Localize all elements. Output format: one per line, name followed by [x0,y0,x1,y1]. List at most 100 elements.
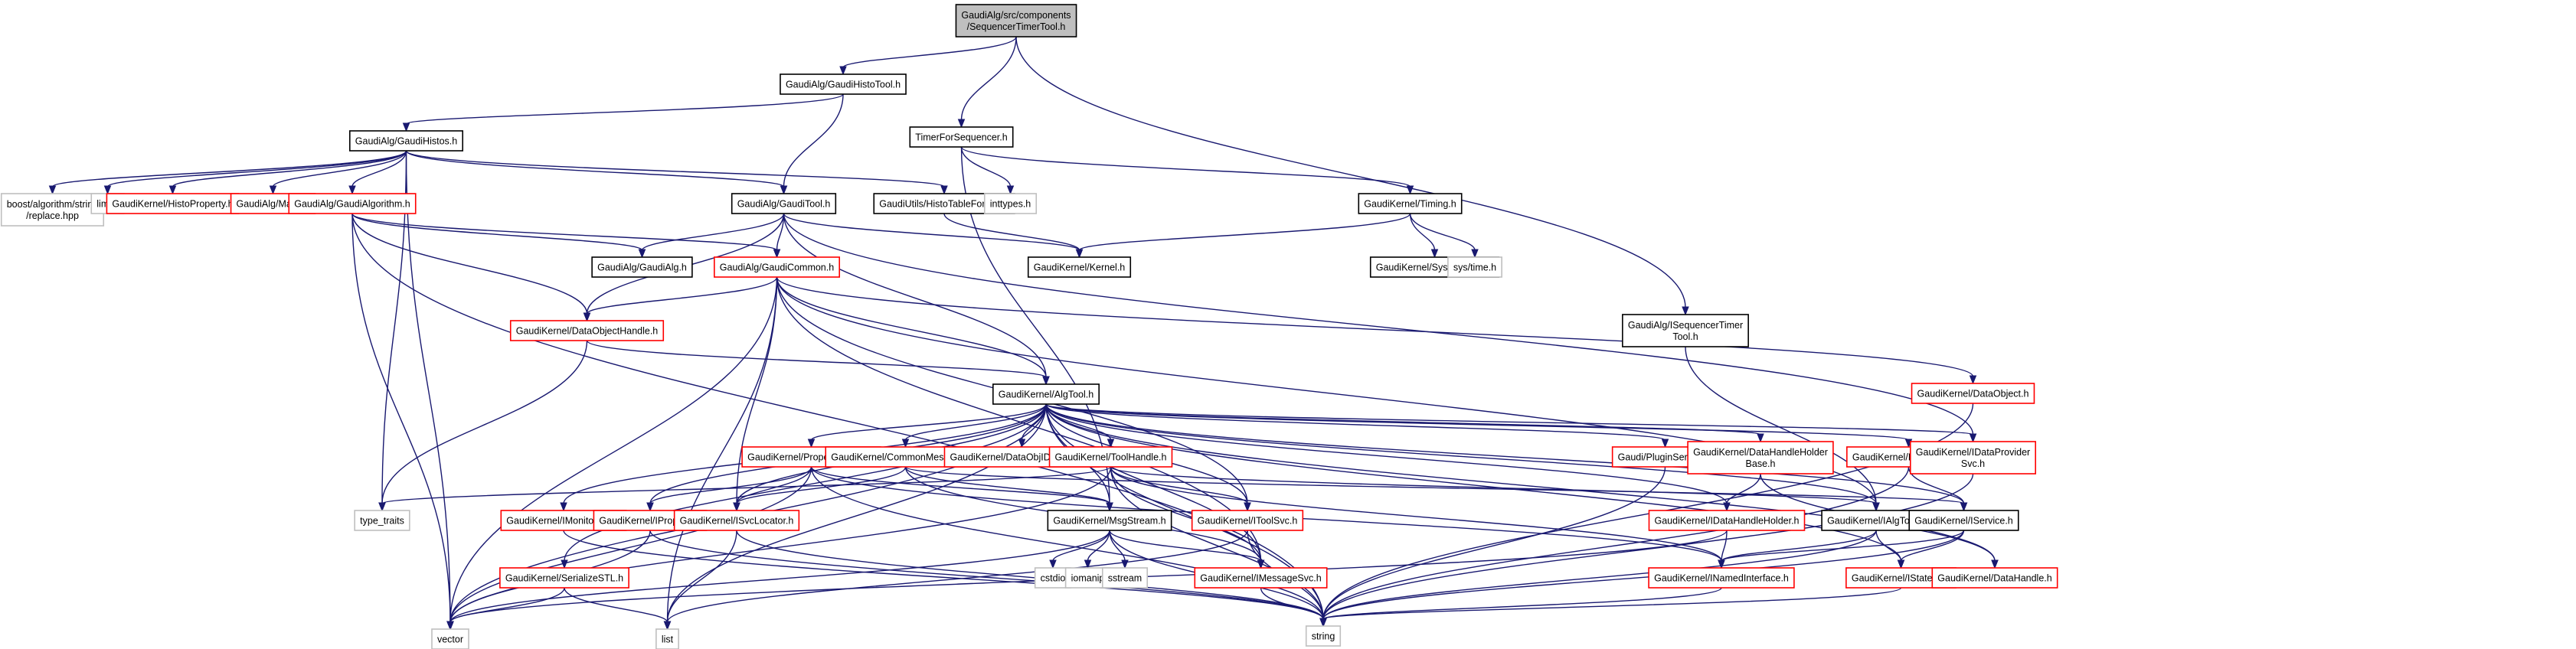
arrowhead-histos-to-gauditool [780,185,788,195]
node-list: list [655,628,679,649]
node-label: cstdio [1041,573,1066,584]
node-label: /replace.hpp [26,210,79,221]
edge-propholder-to-isvclocator [736,466,812,504]
node-label: GaudiKernel/DataHandle.h [1937,573,2051,584]
edge-msgstream-to-iomanip [1087,530,1110,562]
node-label: GaudiKernel/INamedInterface.h [1654,573,1789,584]
node-label: GaudiKernel/ISvcLocator.h [680,516,794,527]
arrowhead-toolhandle-to-ialgtool [1872,502,1880,512]
node-serializestl[interactable]: GaudiKernel/SerializeSTL.h [499,567,629,589]
node-label: GaudiKernel/SerializeSTL.h [505,573,623,584]
edge-gauditool-to-kernel [783,213,1080,251]
node-label: GaudiKernel/DataObjectHandle.h [516,326,659,337]
arrowhead-histos-to-limits [103,185,112,195]
edge-histos-to-histotable [405,150,945,188]
arrowhead-serializestl-to-list [663,621,672,631]
node-box [1191,510,1304,531]
edge-inamedif-to-string [1322,587,1722,620]
arrowhead-commonmsg-to-msgstream [1106,502,1113,512]
node-label: Base.h [1746,458,1776,469]
node-iservice[interactable]: GaudiKernel/IService.h [1908,510,2019,531]
node-box [1027,256,1132,278]
node-label: GaudiKernel/IAlgTool.h [1827,516,1925,527]
edge-toolhandle-to-ialgtool [1110,466,1877,504]
arrowhead-gauditool-to-gaudicommon [773,249,781,259]
edge-histos-to-maps [272,150,407,188]
arrowhead-serializestl-to-vector [446,621,454,631]
arrowhead-dhhbase-to-idhh [1723,502,1731,512]
node-dataobject[interactable]: GaudiKernel/DataObject.h [1911,383,2035,404]
node-kernel[interactable]: GaudiKernel/Kernel.h [1027,256,1132,278]
node-box [1648,567,1795,589]
edge-toolhandle-to-imessagesvc [1110,466,1262,562]
edge-histotable-to-kernel [943,213,1080,251]
node-inamedif[interactable]: GaudiKernel/INamedInterface.h [1648,567,1795,589]
edge-propholder-to-msgstream [810,466,1110,504]
arrowhead-timerseq-to-inttypes [1006,185,1015,195]
node-label: GaudiAlg/GaudiTool.h [737,199,831,210]
arrowhead-iauditorsvc-to-iservice [1960,502,1968,512]
edge-msgstream-to-imessagesvc [1109,530,1262,562]
node-histoprop[interactable]: GaudiKernel/HistoProperty.h [106,193,240,214]
arrowhead-gaudicommon-to-dataobject [1969,375,1977,385]
edge-msgstream-to-sstream [1109,530,1126,562]
node-imessagesvc[interactable]: GaudiKernel/IMessageSvc.h [1194,567,1328,589]
edge-idataprov-to-string [1322,473,1974,620]
arrowhead-histotool-to-histos [402,122,410,132]
edge-gauditool-to-idataprov [783,213,1974,435]
node-gauditool[interactable]: GaudiAlg/GaudiTool.h [731,193,837,214]
node-itoolsvc[interactable]: GaudiKernel/IToolSvc.h [1191,510,1304,531]
node-box [992,383,1100,405]
node-box [1194,567,1328,589]
arrowhead-algtool-to-toolhandle [1107,439,1115,448]
arrowhead-toolhandle-to-typetraits [378,502,386,512]
edge-timerseq-to-inttypes [960,146,1012,188]
node-msgstream[interactable]: GaudiKernel/MsgStream.h [1047,510,1172,531]
node-histotool[interactable]: GaudiAlg/GaudiHistoTool.h [780,73,907,95]
node-box [591,256,693,278]
edge-histotool-to-histos [405,93,844,125]
edge-gaudicommon-to-dataobjhandle [586,276,778,315]
node-box [655,628,679,649]
node-root: GaudiAlg/src/components/SequencerTimerTo… [955,4,1077,38]
node-box [1910,441,2036,475]
edge-gaudicommon-to-vector [449,276,778,623]
node-typetraits: type_traits [354,510,410,531]
node-isvclocator[interactable]: GaudiKernel/ISvcLocator.h [673,510,800,531]
arrowhead-algtool-to-propholder [807,439,816,448]
node-label: inttypes.h [990,199,1031,210]
node-algtool[interactable]: GaudiKernel/AlgTool.h [992,383,1100,405]
edge-toolhandle-to-string [1110,466,1324,620]
arrowhead-msgstream-to-iomanip [1084,559,1092,569]
node-box [731,193,837,214]
node-box [714,256,840,278]
node-dataobjhandle[interactable]: GaudiKernel/DataObjectHandle.h [509,320,665,341]
node-gaudicommon[interactable]: GaudiAlg/GaudiCommon.h [714,256,840,278]
node-timerseq[interactable]: TimerForSequencer.h [909,126,1014,148]
edge-msgstream-to-vector [449,530,1110,623]
node-timing[interactable]: GaudiKernel/Timing.h [1358,193,1463,214]
arrowhead-timing-to-systembase [1430,249,1439,259]
node-idhh[interactable]: GaudiKernel/IDataHandleHolder.h [1648,510,1806,531]
edge-algtool-to-commonmsg [904,403,1047,441]
node-label: type_traits [360,516,404,527]
edge-iservice-to-inamedif [1721,530,1965,562]
node-box [1687,441,1834,475]
node-label: GaudiKernel/CommonMessaging.h [831,452,980,463]
node-histos[interactable]: GaudiAlg/GaudiHistos.h [348,130,464,152]
arrowhead-algtool-to-commonmsg [901,439,910,448]
node-gaudialgorithm[interactable]: GaudiAlg/GaudiAlgorithm.h [288,193,417,214]
node-box [1101,567,1149,589]
arrowhead-timerseq-to-timing [1406,185,1414,195]
node-datahandle[interactable]: GaudiKernel/DataHandle.h [1931,567,2058,589]
node-label: list [662,634,674,645]
edge-gaudicommon-to-list [666,276,778,623]
node-toolhandle[interactable]: GaudiKernel/ToolHandle.h [1048,446,1173,468]
node-gaudialg[interactable]: GaudiAlg/GaudiAlg.h [591,256,693,278]
arrowhead-dhhbase-to-datahandle [1991,559,1999,569]
edge-algtool-to-propholder [810,403,1047,441]
node-label: GaudiKernel/DataObject.h [1917,389,2029,400]
